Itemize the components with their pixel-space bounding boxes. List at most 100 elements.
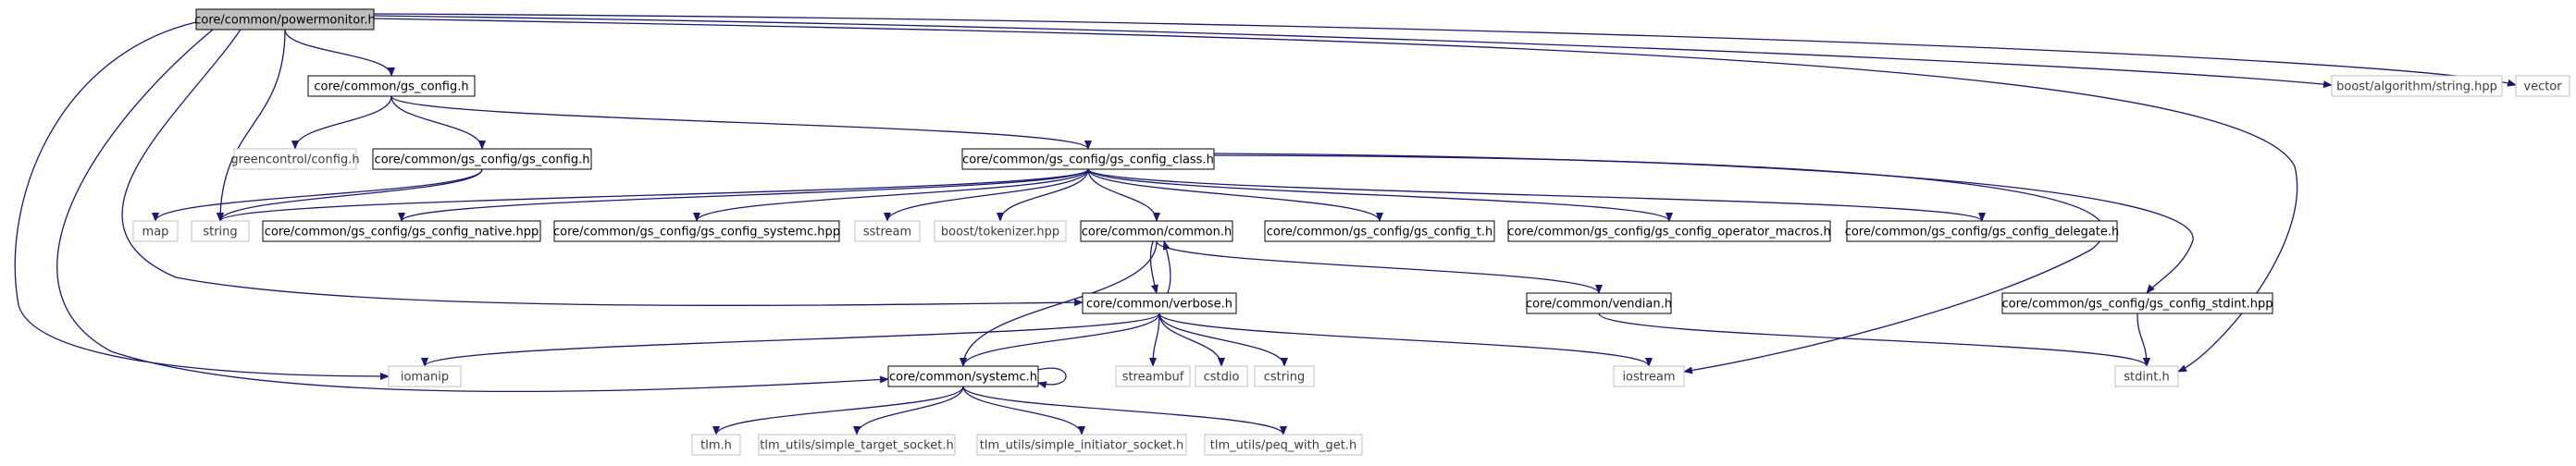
edge-common-to-vendian: [1156, 240, 1603, 294]
node-verbose[interactable]: core/common/verbose.h: [1082, 292, 1237, 314]
node-box: [1254, 365, 1315, 387]
node-label: core/common/vendian.h: [1526, 298, 1672, 312]
node-label: tlm_utils/simple_initiator_socket.h: [980, 439, 1183, 453]
edge-powermonitor-to-verbose: [121, 29, 1084, 307]
node-box: [262, 220, 541, 242]
edge-systemc-to-tlm_target: [853, 386, 964, 435]
edge-powermonitor-to-stdint: [373, 18, 2298, 373]
node-systemc[interactable]: core/common/systemc.h: [887, 365, 1039, 387]
node-map: map: [132, 220, 179, 242]
node-box: [1204, 434, 1363, 456]
node-box: [2331, 75, 2503, 97]
node-box: [961, 148, 1215, 170]
edges-layer: [14, 13, 2517, 435]
node-gs_config_gs[interactable]: core/common/gs_config/gs_config.h: [372, 148, 592, 170]
edge-common-to-systemc: [960, 240, 1158, 367]
node-label: core/common/gs_config.h: [314, 80, 468, 94]
node-box: [233, 148, 357, 170]
node-box: [372, 148, 592, 170]
node-powermonitor[interactable]: core/common/powermonitor.h: [194, 8, 376, 31]
node-vendian[interactable]: core/common/vendian.h: [1526, 292, 1672, 314]
node-label: core/common/powermonitor.h: [194, 14, 376, 28]
node-box: [1613, 365, 1685, 387]
node-box: [1115, 365, 1191, 387]
node-streambuf: streambuf: [1115, 365, 1191, 387]
edge-systemc-to-tlm: [712, 386, 964, 435]
edge-verbose-to-streambuf: [1149, 313, 1160, 367]
edge-verbose-to-iomanip: [421, 313, 1160, 367]
node-tokenizer: boost/tokenizer.hpp: [934, 220, 1067, 242]
node-label: cstdio: [1204, 371, 1240, 385]
node-box: [1264, 220, 1495, 242]
node-gs_delegate[interactable]: core/common/gs_config/gs_config_delegate…: [1845, 220, 2120, 242]
node-boost_string: boost/algorithm/string.hpp: [2331, 75, 2503, 97]
node-label: cstring: [1264, 371, 1305, 385]
edge-systemc-to-systemc: [1037, 367, 1067, 389]
node-label: core/common/gs_config/gs_config_native.h…: [265, 226, 539, 239]
node-label: core/common/gs_config/gs_config_systemc.…: [553, 226, 840, 239]
node-box: [307, 75, 476, 97]
edge-verbose-to-common: [1162, 240, 1171, 294]
edge-systemc-to-tlm_initiator: [962, 386, 1085, 435]
edge-gs_config_class-to-iostream: [1213, 154, 2105, 374]
node-box: [2001, 292, 2273, 314]
edge-gs_config_class-to-string: [217, 168, 1089, 222]
node-label: core/common/gs_config/gs_config_stdint.h…: [2002, 298, 2273, 312]
node-label: core/common/gs_config/gs_config.h: [375, 153, 590, 167]
node-box: [1080, 220, 1233, 242]
node-label: sstream: [863, 226, 911, 239]
edge-powermonitor-to-iomanip: [14, 21, 390, 380]
node-box: [2114, 365, 2179, 387]
edge-gs_config-to-gs_config_gs: [390, 95, 486, 150]
node-gs_stdint[interactable]: core/common/gs_config/gs_config_stdint.h…: [2001, 292, 2273, 314]
edge-vendian-to-stdint: [1598, 313, 2150, 367]
node-sstream: sstream: [854, 220, 921, 242]
edge-powermonitor-to-systemc: [56, 29, 889, 393]
node-label: iostream: [1622, 371, 1675, 385]
node-label: boost/tokenizer.hpp: [941, 226, 1059, 239]
edge-gs_config_class-to-gs_delegate: [1087, 168, 1986, 222]
node-gs_native[interactable]: core/common/gs_config/gs_config_native.h…: [262, 220, 541, 242]
node-label: stdint.h: [2124, 371, 2169, 385]
edge-powermonitor-to-string: [217, 29, 286, 222]
node-common[interactable]: core/common/common.h: [1080, 220, 1233, 242]
node-vector: vector: [2515, 75, 2570, 97]
node-box: [976, 434, 1187, 456]
node-label: streambuf: [1122, 371, 1184, 385]
edge-gs_config_gs-to-map: [152, 168, 483, 222]
node-box: [1082, 292, 1237, 314]
node-gs_t[interactable]: core/common/gs_config/gs_config_t.h: [1264, 220, 1495, 242]
node-label: tlm_utils/peq_with_get.h: [1210, 439, 1356, 453]
node-label: core/common/common.h: [1082, 226, 1232, 239]
node-label: vector: [2523, 80, 2562, 94]
node-box: [1195, 365, 1248, 387]
node-label: string: [203, 226, 237, 239]
node-string: string: [191, 220, 250, 242]
edge-gs_stdint-to-stdint: [2136, 313, 2150, 367]
edge-gs_config_class-to-common: [1087, 168, 1160, 222]
node-gs_systemc[interactable]: core/common/gs_config/gs_config_systemc.…: [553, 220, 840, 242]
node-label: core/common/gs_config/gs_config_operator…: [1507, 226, 1830, 239]
edge-powermonitor-to-vector: [373, 13, 2517, 87]
edge-verbose-to-cstdio: [1158, 313, 1225, 367]
edge-gs_config_class-to-gs_systemc: [693, 168, 1089, 222]
node-box: [388, 365, 462, 387]
edge-systemc-to-tlm_peq: [962, 386, 1287, 435]
node-label: core/common/gs_config/gs_config_class.h: [962, 153, 1214, 167]
nodes-layer: core/common/powermonitor.h core/common/gs…: [132, 8, 2570, 456]
node-label: core/common/systemc.h: [889, 371, 1037, 385]
node-box: [758, 434, 956, 456]
node-box: [195, 8, 375, 31]
edge-common-to-verbose: [1149, 240, 1158, 294]
node-box: [1526, 292, 1672, 314]
node-gs_config_class[interactable]: core/common/gs_config/gs_config_class.h: [961, 148, 1215, 170]
node-box: [854, 220, 921, 242]
node-label: tlm.h: [700, 439, 732, 453]
node-gs_config[interactable]: core/common/gs_config.h: [307, 75, 476, 97]
node-iomanip: iomanip: [388, 365, 462, 387]
node-box: [1846, 220, 2118, 242]
node-gs_opmacros[interactable]: core/common/gs_config/gs_config_operator…: [1507, 220, 1831, 242]
edge-verbose-to-systemc: [960, 313, 1160, 367]
node-tlm_target: tlm_utils/simple_target_socket.h: [758, 434, 956, 456]
